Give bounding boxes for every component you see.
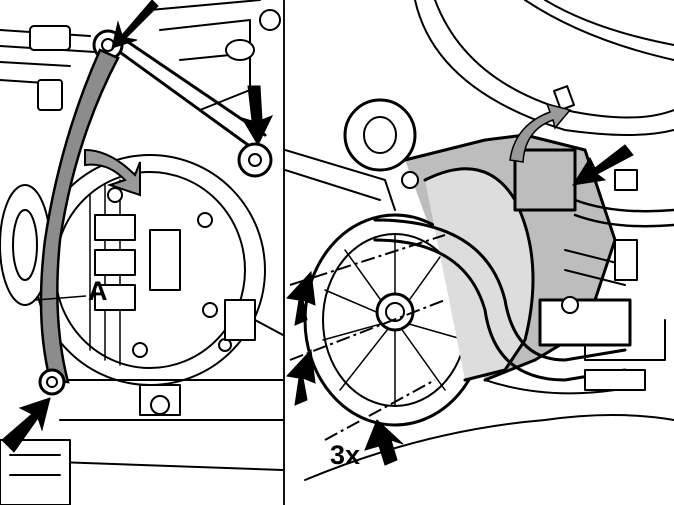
alternator-illustration	[0, 0, 283, 505]
left-panel-alternator: A	[0, 0, 283, 505]
arrow-icon	[571, 144, 634, 186]
arrow-icon	[1, 397, 51, 453]
label-count-3x: 3x	[330, 440, 361, 470]
rotation-arrow-icon	[509, 102, 572, 163]
dash-dot-axis-line	[289, 234, 446, 441]
arrow-icon	[364, 419, 404, 466]
pump-illustration	[285, 0, 674, 481]
label-part-a: A	[88, 276, 108, 306]
rotation-arrow-icon	[84, 148, 141, 197]
right-panel-pump: 3x	[285, 0, 674, 505]
arrow-icon	[286, 348, 316, 406]
arrow-icon	[286, 270, 316, 326]
arrow-icon	[111, 0, 159, 49]
arrow-icon	[240, 85, 274, 147]
panel-divider	[283, 0, 285, 505]
